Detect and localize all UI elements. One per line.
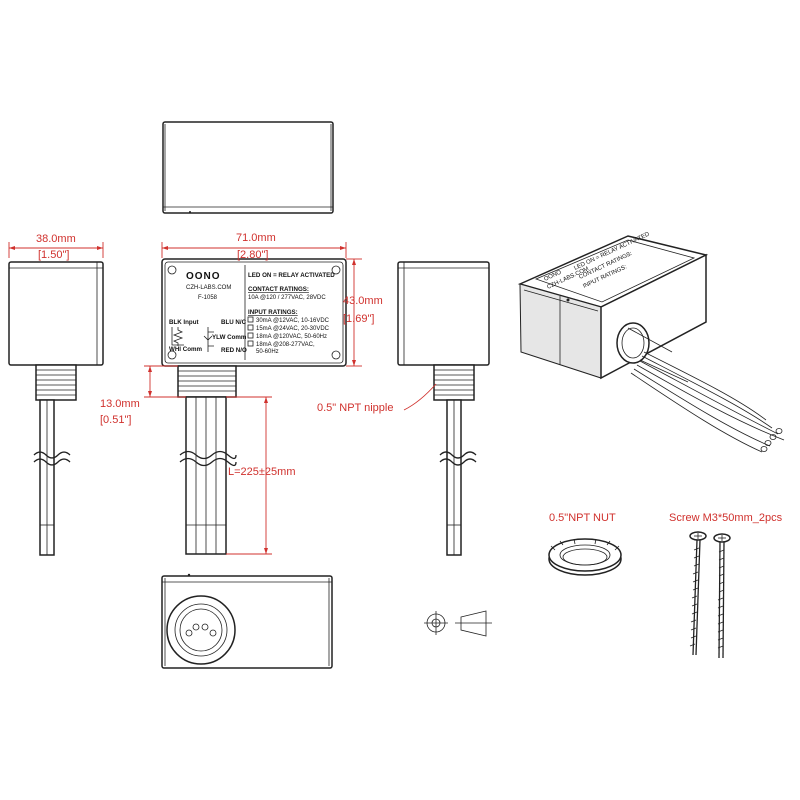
- dimension-lead-length: L=225±25mm: [226, 396, 296, 555]
- wire-blk: BLK Input: [169, 319, 199, 326]
- input-ratings-title: INPUT RATINGS:: [248, 309, 298, 316]
- screw-1: [689, 531, 707, 656]
- height-in-text: [1.69"]: [343, 313, 374, 325]
- contact-ratings-title: CONTACT RATINGS:: [248, 286, 309, 293]
- input-rating-3: 18mA @120VAC, 50-60Hz: [256, 334, 327, 340]
- nipple-mm-text: 13.0mm: [100, 398, 140, 410]
- input-rating-2: 15mA @24VAC, 20-30VDC: [256, 326, 330, 332]
- input-ratings-list: 30mA @12VAC, 10-16VDC 15mA @24VAC, 20-30…: [247, 316, 330, 355]
- nipple-callout: 0.5" NPT nipple: [317, 383, 437, 414]
- lead-wires: [179, 396, 237, 555]
- brand-logo: OONO: [186, 271, 221, 282]
- dimension-nipple: 13.0mm [0.51"]: [100, 365, 186, 426]
- width-mm-text: 38.0mm: [36, 233, 76, 245]
- height-mm-text: 43.0mm: [343, 295, 383, 307]
- isometric-view: OONO CZH-LABS.COM LED ON = RELAY ACTIVAT…: [517, 231, 785, 453]
- npt-nut-drawing: [548, 538, 622, 576]
- dimension-length: 71.0mm [2.80"]: [161, 232, 347, 261]
- wire-ylw: YLW Comm: [212, 334, 247, 341]
- length-in-text: [2.80"]: [237, 249, 268, 261]
- nut-callout-text: 0.5"NPT NUT: [549, 512, 616, 524]
- wire-red: RED N/O: [221, 347, 247, 354]
- iso-wires: [630, 351, 785, 453]
- right-side-view: [397, 261, 490, 556]
- screw-callout-text: Screw M3*50mm_2pcs: [669, 512, 783, 524]
- width-in-text: [1.50"]: [38, 249, 69, 261]
- top-view: [162, 121, 334, 214]
- wire-blu: BLU N/C: [221, 319, 247, 326]
- screws-drawing: [689, 531, 731, 659]
- screw-2: [713, 533, 731, 659]
- dimension-height: 43.0mm [1.69"]: [343, 258, 383, 367]
- nipple-in-text: [0.51"]: [100, 414, 131, 426]
- input-rating-4b: 50-60Hz: [256, 349, 279, 355]
- led-note: LED ON = RELAY ACTIVATED: [248, 272, 335, 279]
- nipple-callout-text: 0.5" NPT nipple: [317, 402, 393, 414]
- model-text: F-1058: [198, 295, 218, 301]
- wire-whi: WHI Comm: [169, 346, 202, 353]
- lead-length-text: L=225±25mm: [228, 466, 296, 478]
- projection-symbol: [424, 610, 492, 637]
- dimension-width: 38.0mm [1.50"]: [8, 233, 104, 261]
- left-side-view: [8, 261, 104, 556]
- input-rating-4: 18mA @208-277VAC,: [256, 342, 315, 348]
- website-text: CZH-LABS.COM: [186, 285, 231, 291]
- input-rating-1: 30mA @12VAC, 10-16VDC: [256, 318, 330, 324]
- front-view: OONO CZH-LABS.COM F-1058 LED ON = RELAY …: [161, 258, 347, 555]
- length-mm-text: 71.0mm: [236, 232, 276, 244]
- contact-ratings-value: 10A @120 / 277VAC, 28VDC: [248, 295, 326, 301]
- bottom-view: [161, 573, 333, 669]
